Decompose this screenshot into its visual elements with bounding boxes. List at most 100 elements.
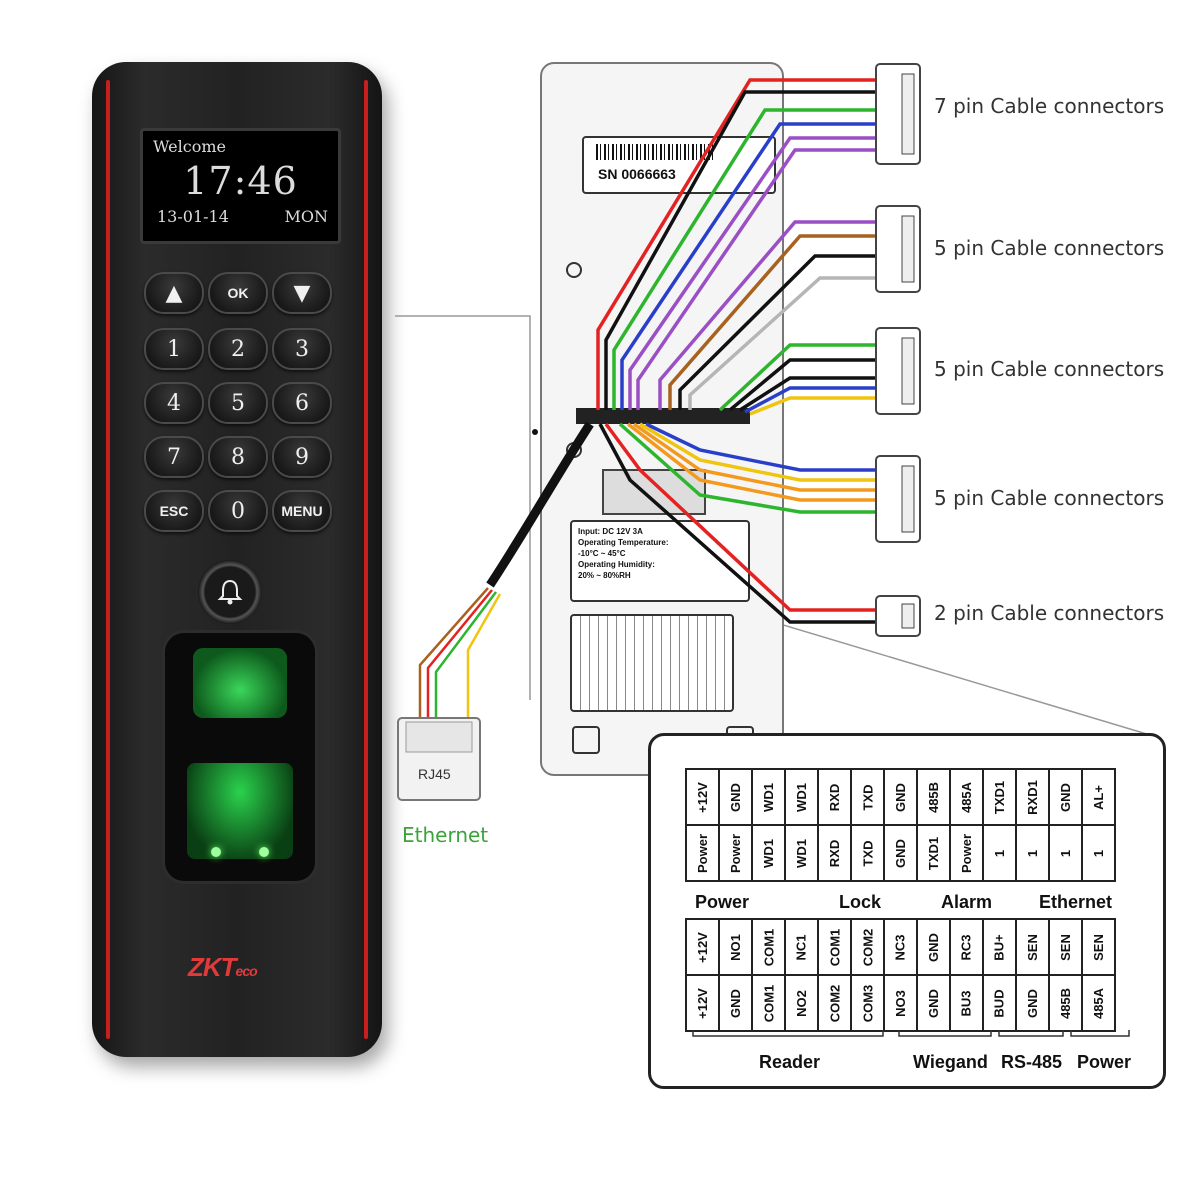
key-2[interactable]: 2 [208, 328, 268, 370]
esc-key[interactable]: ESC [144, 490, 204, 532]
terminal-cell: GND [1015, 974, 1050, 1032]
terminal-pin-label: 485A [959, 781, 975, 813]
terminal-cell: COM2 [817, 974, 852, 1032]
terminal-cell: GND [883, 824, 918, 882]
spec-line: Operating Temperature: [578, 538, 669, 547]
group-label: Power [695, 892, 750, 912]
terminal-pin-label: COM1 [761, 984, 776, 1022]
key-5[interactable]: 5 [208, 382, 268, 424]
terminal-pin-label: COM2 [827, 984, 842, 1022]
terminal-cell: TXD1 [916, 824, 951, 882]
terminal-cell: RXD [817, 824, 852, 882]
serial-number: SN 0066663 [598, 166, 676, 182]
terminal-pin-label: 485B [926, 781, 942, 813]
terminal-cell: WD1 [751, 768, 786, 826]
terminal-cell: COM3 [850, 974, 885, 1032]
terminal-cell: +12V [685, 918, 720, 976]
terminal-pin-label: +12V [694, 931, 710, 963]
terminal-cell: Power [718, 824, 753, 882]
group-label: Wiegand [913, 1052, 988, 1072]
key-6[interactable]: 6 [272, 382, 332, 424]
terminal-pin-label: GND [892, 782, 908, 812]
spec-line: -10°C ~ 45°C [578, 549, 626, 558]
terminal-pin-label: COM1 [761, 928, 776, 966]
group-label: Ethernet [1039, 892, 1113, 912]
terminal-cell: 1 [1081, 824, 1116, 882]
key-4[interactable]: 4 [144, 382, 204, 424]
terminal-cell: NO3 [883, 974, 918, 1032]
screen-time: 17:46 [183, 159, 298, 203]
terminal-pin-label: WD1 [793, 782, 809, 812]
terminal-pin-label: TXD1 [926, 836, 942, 870]
terminal-pin-label: COM3 [860, 984, 875, 1022]
key-3[interactable]: 3 [272, 328, 332, 370]
terminal-cell: 485A [949, 768, 984, 826]
terminal-pin-label: SEN [1024, 933, 1040, 961]
terminal-cell: GND [916, 974, 951, 1032]
terminal-pin-label: RXD [826, 839, 842, 867]
terminal-pin-label: COM1 [827, 928, 842, 966]
terminal-cell: NO1 [718, 918, 753, 976]
group-label: Reader [759, 1052, 821, 1072]
fingerprint-sensor[interactable] [162, 630, 318, 884]
connector-5pin-1 [875, 205, 921, 293]
terminal-pin-label: RXD [826, 783, 842, 811]
key-8[interactable]: 8 [208, 436, 268, 478]
connector-7pin [875, 63, 921, 165]
terminal-pin-label: RXD1 [1025, 779, 1040, 815]
terminal-pin-label: +12V [694, 987, 710, 1019]
status-led [259, 847, 269, 857]
key-0[interactable]: 0 [208, 490, 268, 532]
terminal-pin-label: +12V [694, 781, 710, 813]
terminal-cell: SEN [1048, 918, 1083, 976]
group-brackets [692, 1030, 1130, 1037]
terminal-cell: WD1 [784, 768, 819, 826]
terminal-pin-label: GND [727, 782, 743, 812]
screen-day: MON [284, 207, 329, 226]
terminal-cell: Power [685, 824, 720, 882]
connector-label: 7 pin Cable connectors [934, 94, 1165, 118]
terminal-pin-label: GND [892, 838, 908, 868]
group-label: Alarm [941, 892, 993, 912]
connector-label: 5 pin Cable connectors [934, 357, 1165, 381]
terminal-cell: WD1 [751, 824, 786, 882]
terminal-pin-label: 485B [1058, 987, 1074, 1019]
terminal-pin-label: SEN [1057, 933, 1073, 961]
down-arrow-key[interactable]: ▼ [272, 272, 332, 314]
terminal-pin-label: TXD1 [992, 780, 1008, 814]
terminal-cell: BU+ [982, 918, 1017, 976]
terminal-cell: BU3 [949, 974, 984, 1032]
cable-window [602, 469, 706, 515]
screen-date: 13-01-14 [157, 207, 229, 226]
bell-icon [217, 579, 243, 605]
terminal-cell: NO2 [784, 974, 819, 1032]
key-1[interactable]: 1 [144, 328, 204, 370]
terminal-pin-label: TXD [860, 784, 875, 810]
terminal-pin-label: COM2 [860, 928, 875, 966]
serial-label: SN 0066663 [582, 136, 776, 194]
terminal-cell: TXD [850, 768, 885, 826]
rj45-plug [397, 717, 481, 801]
left-accent-stripe [106, 80, 110, 1039]
access-control-terminal: Welcome 17:46 13-01-14 MON ▲ OK ▼ 1 2 3 … [92, 62, 382, 1057]
ok-key[interactable]: OK [208, 272, 268, 314]
menu-key[interactable]: MENU [272, 490, 332, 532]
doorbell-button[interactable] [198, 560, 262, 624]
terminal-pin-label: GND [727, 988, 743, 1018]
terminal-cell: GND [916, 918, 951, 976]
terminal-cell: GND [718, 974, 753, 1032]
terminal-cell: RXD1 [1015, 768, 1050, 826]
up-arrow-key[interactable]: ▲ [144, 272, 204, 314]
key-9[interactable]: 9 [272, 436, 332, 478]
terminal-pin-label: NC1 [793, 933, 809, 961]
connector-header [576, 408, 750, 424]
terminal-pin-label: 1 [1024, 849, 1040, 857]
terminal-pin-label: Power [695, 833, 711, 873]
terminal-cell: RC3 [949, 918, 984, 976]
group-label: Power [1077, 1052, 1132, 1072]
group-label: Lock [839, 892, 882, 912]
terminal-pin-label: WD1 [760, 838, 776, 868]
key-7[interactable]: 7 [144, 436, 204, 478]
